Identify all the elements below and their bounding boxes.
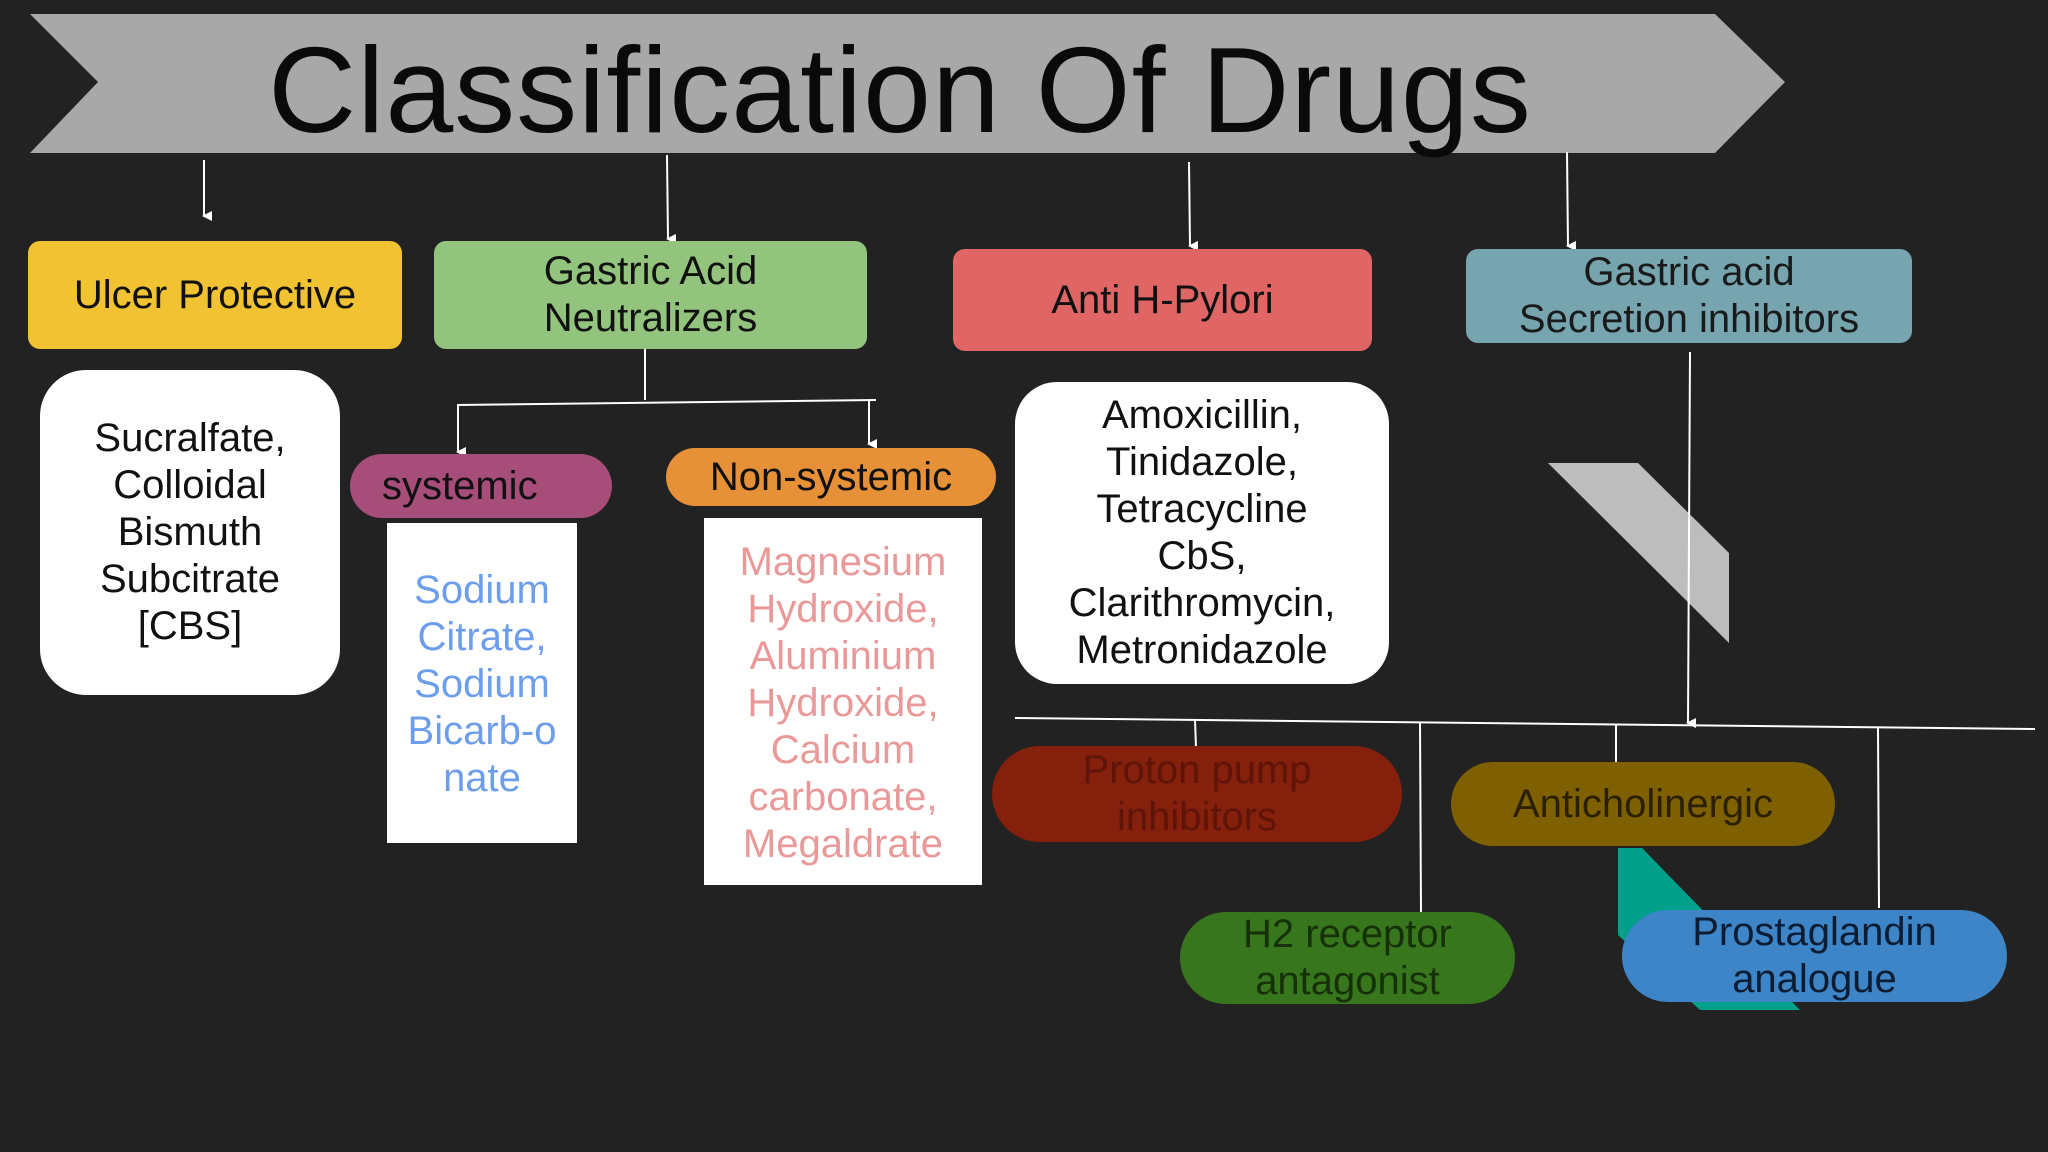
title-banner (30, 14, 1785, 153)
arrow-to-secretion-inhibitors (1566, 151, 1577, 251)
category-ulcer-protective: Ulcer Protective (28, 241, 402, 349)
arrow-to-subtypes (1686, 351, 1697, 729)
type-anticholinergic: Anticholinergic (1451, 762, 1835, 846)
type-prostaglandin-analogue: Prostaglandin analogue (1622, 910, 2007, 1002)
category-anti-h-pylori: Anti H-Pylori (953, 249, 1372, 351)
non-systemic-drug-list: Magnesium Hydroxide, Aluminium Hydroxide… (704, 518, 982, 885)
type-h2-receptor-antagonist: H2 receptor antagonist (1180, 912, 1515, 1004)
decorative-gray-shape (1548, 463, 1729, 643)
type-proton-pump-inhibitors: Proton pump inhibitors (992, 746, 1402, 842)
type-systemic: systemic (350, 454, 612, 518)
systemic-drug-list: Sodium Citrate, Sodium Bicarb-o nate (387, 523, 577, 843)
anti-h-pylori-drug-list: Amoxicillin, Tinidazole, Tetracycline Cb… (1015, 382, 1389, 684)
page-title: Classification Of Drugs (268, 22, 1532, 158)
category-gastric-acid-secretion-inhibitors: Gastric acid Secretion inhibitors (1466, 249, 1912, 343)
category-gastric-acid-neutralizers: Gastric Acid Neutralizers (434, 241, 867, 349)
arrow-to-neutralizers (666, 154, 677, 244)
ulcer-protective-drug-list: Sucralfate, Colloidal Bismuth Subcitrate… (40, 370, 340, 695)
type-non-systemic: Non-systemic (666, 448, 996, 506)
arrow-to-anti-h-pylori (1188, 161, 1199, 251)
